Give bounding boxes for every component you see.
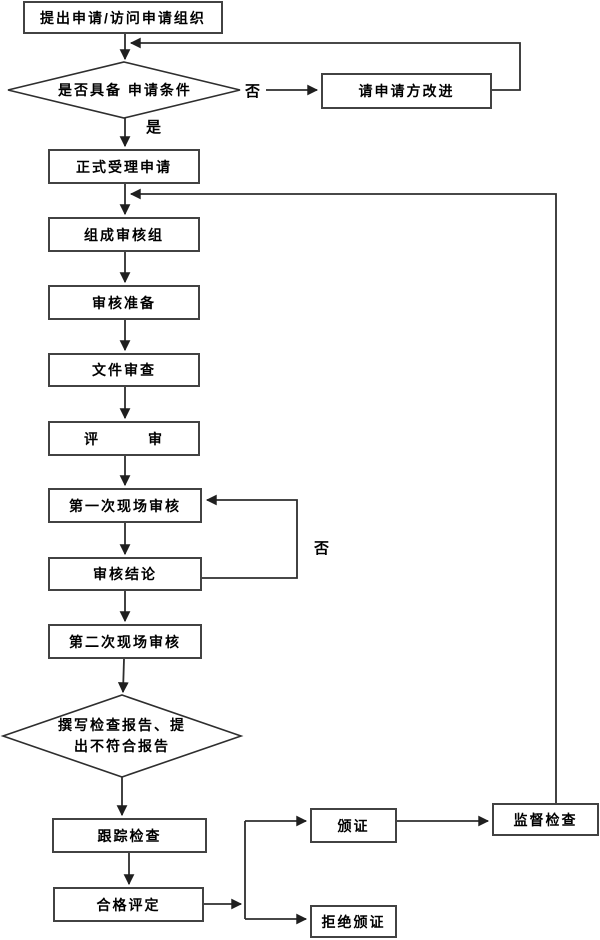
edge-onsite2-to-report [117, 658, 129, 694]
edge-label-no-top: 否 [245, 83, 261, 100]
node-track: 跟踪检查 [52, 818, 207, 853]
node-supervise: 监督检查 [492, 803, 599, 836]
decision-report-label-line2: 出不符合报告 [74, 738, 170, 754]
edge-supervise-feedback-to-team [129, 188, 557, 803]
node-assess: 合格评定 [53, 887, 204, 922]
edge-improve-feedback-to-top [129, 37, 521, 91]
edge-conclusion-no-loop [202, 494, 298, 579]
decision-condition-label: 是否具备 申请条件 [58, 81, 192, 98]
node-review: 评 审 [48, 421, 200, 456]
edge-label-yes: 是 [146, 119, 162, 136]
node-onsite1: 第一次现场审核 [48, 488, 202, 523]
node-accept: 正式受理申请 [48, 149, 200, 184]
node-apply: 提出申请/访问申请组织 [23, 1, 223, 34]
decision-report-label: 撰写检查报告、提 出不符合报告 [22, 715, 222, 757]
node-prepare: 审核准备 [48, 285, 200, 320]
node-onsite2: 第二次现场审核 [48, 624, 202, 659]
node-doc-review: 文件审查 [48, 353, 200, 387]
decision-report-label-line1: 撰写检查报告、提 [58, 717, 186, 733]
node-conclusion: 审核结论 [48, 557, 202, 591]
node-refuse: 拒绝颁证 [310, 905, 397, 938]
node-team: 组成审核组 [48, 217, 200, 252]
node-improve: 请申请方改进 [321, 73, 492, 109]
node-issue: 颁证 [310, 808, 397, 843]
edge-label-no-loop: 否 [314, 540, 330, 557]
decision-condition-shape [7, 61, 241, 119]
